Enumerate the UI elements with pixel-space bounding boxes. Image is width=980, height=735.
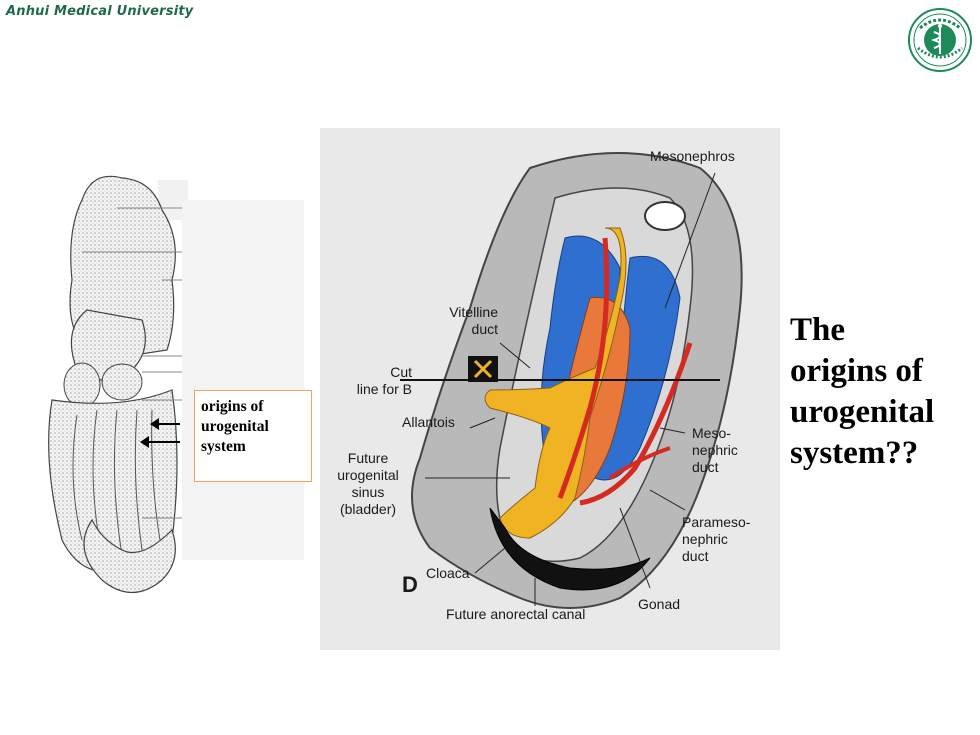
label-vitelline-duct: Vitelline duct bbox=[449, 304, 498, 337]
label-future-anorectal-canal: Future anorectal canal bbox=[446, 606, 586, 622]
label-mesonephros: Mesonephros bbox=[650, 148, 735, 164]
label-mask bbox=[182, 200, 304, 560]
pointer-arrow bbox=[140, 436, 180, 448]
side-question-title: The origins of urogenital system?? bbox=[790, 312, 935, 471]
label-cloaca: Cloaca bbox=[426, 565, 470, 581]
header-title: Anhui Medical University bbox=[6, 4, 194, 19]
label-cut-line: Cut line for B bbox=[356, 364, 412, 397]
label-future-urogenital-sinus: Future urogenital sinus (bladder) bbox=[337, 450, 399, 517]
label-allantois: Allantois bbox=[402, 414, 455, 430]
pointer-arrow bbox=[150, 418, 180, 430]
diagram-drawing bbox=[400, 152, 743, 609]
callout-box: origins of urogenital system bbox=[194, 390, 312, 482]
urogenital-diagram: Mesonephros Vitelline duct Cut line for … bbox=[320, 128, 780, 650]
label-paramesonephric-duct: Parameso- nephric duct bbox=[682, 514, 751, 564]
panel-letter: D bbox=[402, 572, 418, 597]
embryo-illustration bbox=[22, 160, 312, 620]
label-gonad: Gonad bbox=[638, 596, 681, 612]
embryo-drawing bbox=[48, 175, 182, 593]
label-mesonephric-duct: Meso- nephric duct bbox=[692, 425, 738, 475]
callout-text: origins of urogenital system bbox=[201, 398, 269, 455]
university-seal-icon bbox=[908, 8, 972, 72]
